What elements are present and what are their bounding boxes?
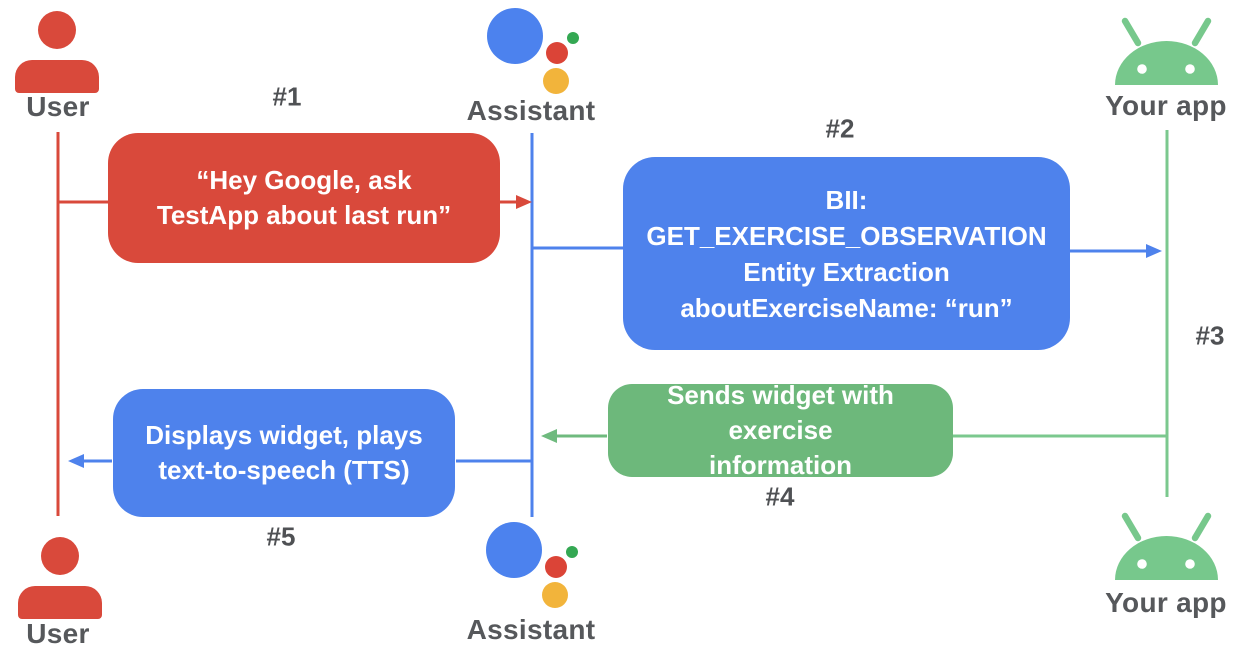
actor-label-user-bottom: User	[26, 618, 90, 649]
assistant-red-dot	[545, 556, 567, 578]
assistant-red-dot	[546, 42, 568, 64]
message-text-1: “Hey Google, ask TestApp about last run”	[156, 165, 452, 230]
assistant-yellow-dot	[542, 582, 568, 608]
message-text-2: BII: GET_EXERCISE_OBSERVATION Entity Ext…	[646, 184, 1047, 323]
step-label-1: #1	[272, 81, 302, 112]
android-robot-icon	[1115, 17, 1218, 85]
assistant-blue-dot	[486, 522, 542, 578]
person-body-shape	[18, 586, 102, 619]
assistant-blue-dot	[487, 8, 543, 64]
actor-label-app-top: Your app	[1105, 90, 1227, 121]
person-head-shape	[38, 11, 76, 49]
actor-label-assistant-bottom: Assistant	[466, 614, 596, 645]
google-assistant-logo-icon-bottom	[486, 522, 581, 612]
message-box-4: Sends widget with exercise information	[608, 380, 953, 480]
message-text-4: Sends widget with exercise information	[667, 380, 894, 480]
actor-label-app-bottom: Your app	[1105, 587, 1227, 618]
actor-label-user-top: User	[26, 91, 90, 122]
user-icon-bottom	[18, 537, 102, 619]
actor-label-assistant-top: Assistant	[466, 95, 596, 126]
message-text-5: Displays widget, plays text-to-speech (T…	[145, 420, 423, 485]
google-assistant-logo-icon	[487, 8, 582, 98]
person-body-shape	[15, 60, 99, 93]
message-box-2: BII: GET_EXERCISE_OBSERVATION Entity Ext…	[623, 157, 1070, 350]
assistant-yellow-dot	[543, 68, 569, 94]
assistant-green-dot	[567, 32, 579, 44]
step-label-4: #4	[765, 481, 795, 512]
message-box-1: “Hey Google, ask TestApp about last run”	[108, 133, 500, 263]
step-label-3: #3	[1195, 320, 1225, 351]
person-head-shape	[41, 537, 79, 575]
step-label-5: #5	[266, 521, 296, 552]
android-robot-icon-bottom	[1115, 512, 1218, 580]
message-box-5: Displays widget, plays text-to-speech (T…	[113, 389, 455, 517]
user-icon	[15, 11, 99, 93]
step-label-2: #2	[825, 113, 855, 144]
assistant-green-dot	[566, 546, 578, 558]
